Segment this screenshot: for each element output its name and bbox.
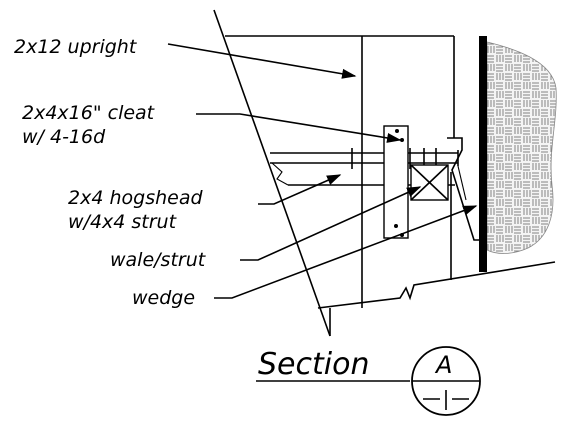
- label-hogshead-line1: 2x4 hogshead: [68, 187, 203, 209]
- wedge-shape: [447, 137, 479, 241]
- cleat-block: [383, 125, 409, 239]
- leader-upright: [167, 43, 357, 79]
- wedge-edge: [457, 165, 467, 201]
- cleat-dot-2: [400, 138, 404, 142]
- label-cleat-line2: w/ 4-16d: [22, 126, 106, 148]
- label-wale: wale/strut: [110, 249, 207, 271]
- leader-wale: [240, 186, 422, 261]
- sheeting-wall: [479, 36, 487, 272]
- label-hogshead-line2: w/4x4 strut: [68, 211, 178, 233]
- label-wedge: wedge: [132, 287, 195, 309]
- excavation-bottom: [317, 261, 556, 309]
- trench-wall-line: [213, 9, 331, 337]
- leader-wedge: [214, 205, 478, 299]
- label-upright: 2x12 upright: [14, 36, 138, 58]
- soil-hatch: [486, 41, 557, 254]
- cleat-dot-1: [395, 129, 399, 133]
- section-title: Section: [258, 347, 369, 382]
- leader-hogshead: [258, 174, 342, 205]
- hogshead-break: [271, 162, 289, 186]
- cleat-dot-3: [394, 224, 398, 228]
- section-letter: A: [434, 351, 452, 379]
- leader-cleat: [196, 113, 402, 143]
- label-cleat-line1: 2x4x16" cleat: [22, 102, 156, 124]
